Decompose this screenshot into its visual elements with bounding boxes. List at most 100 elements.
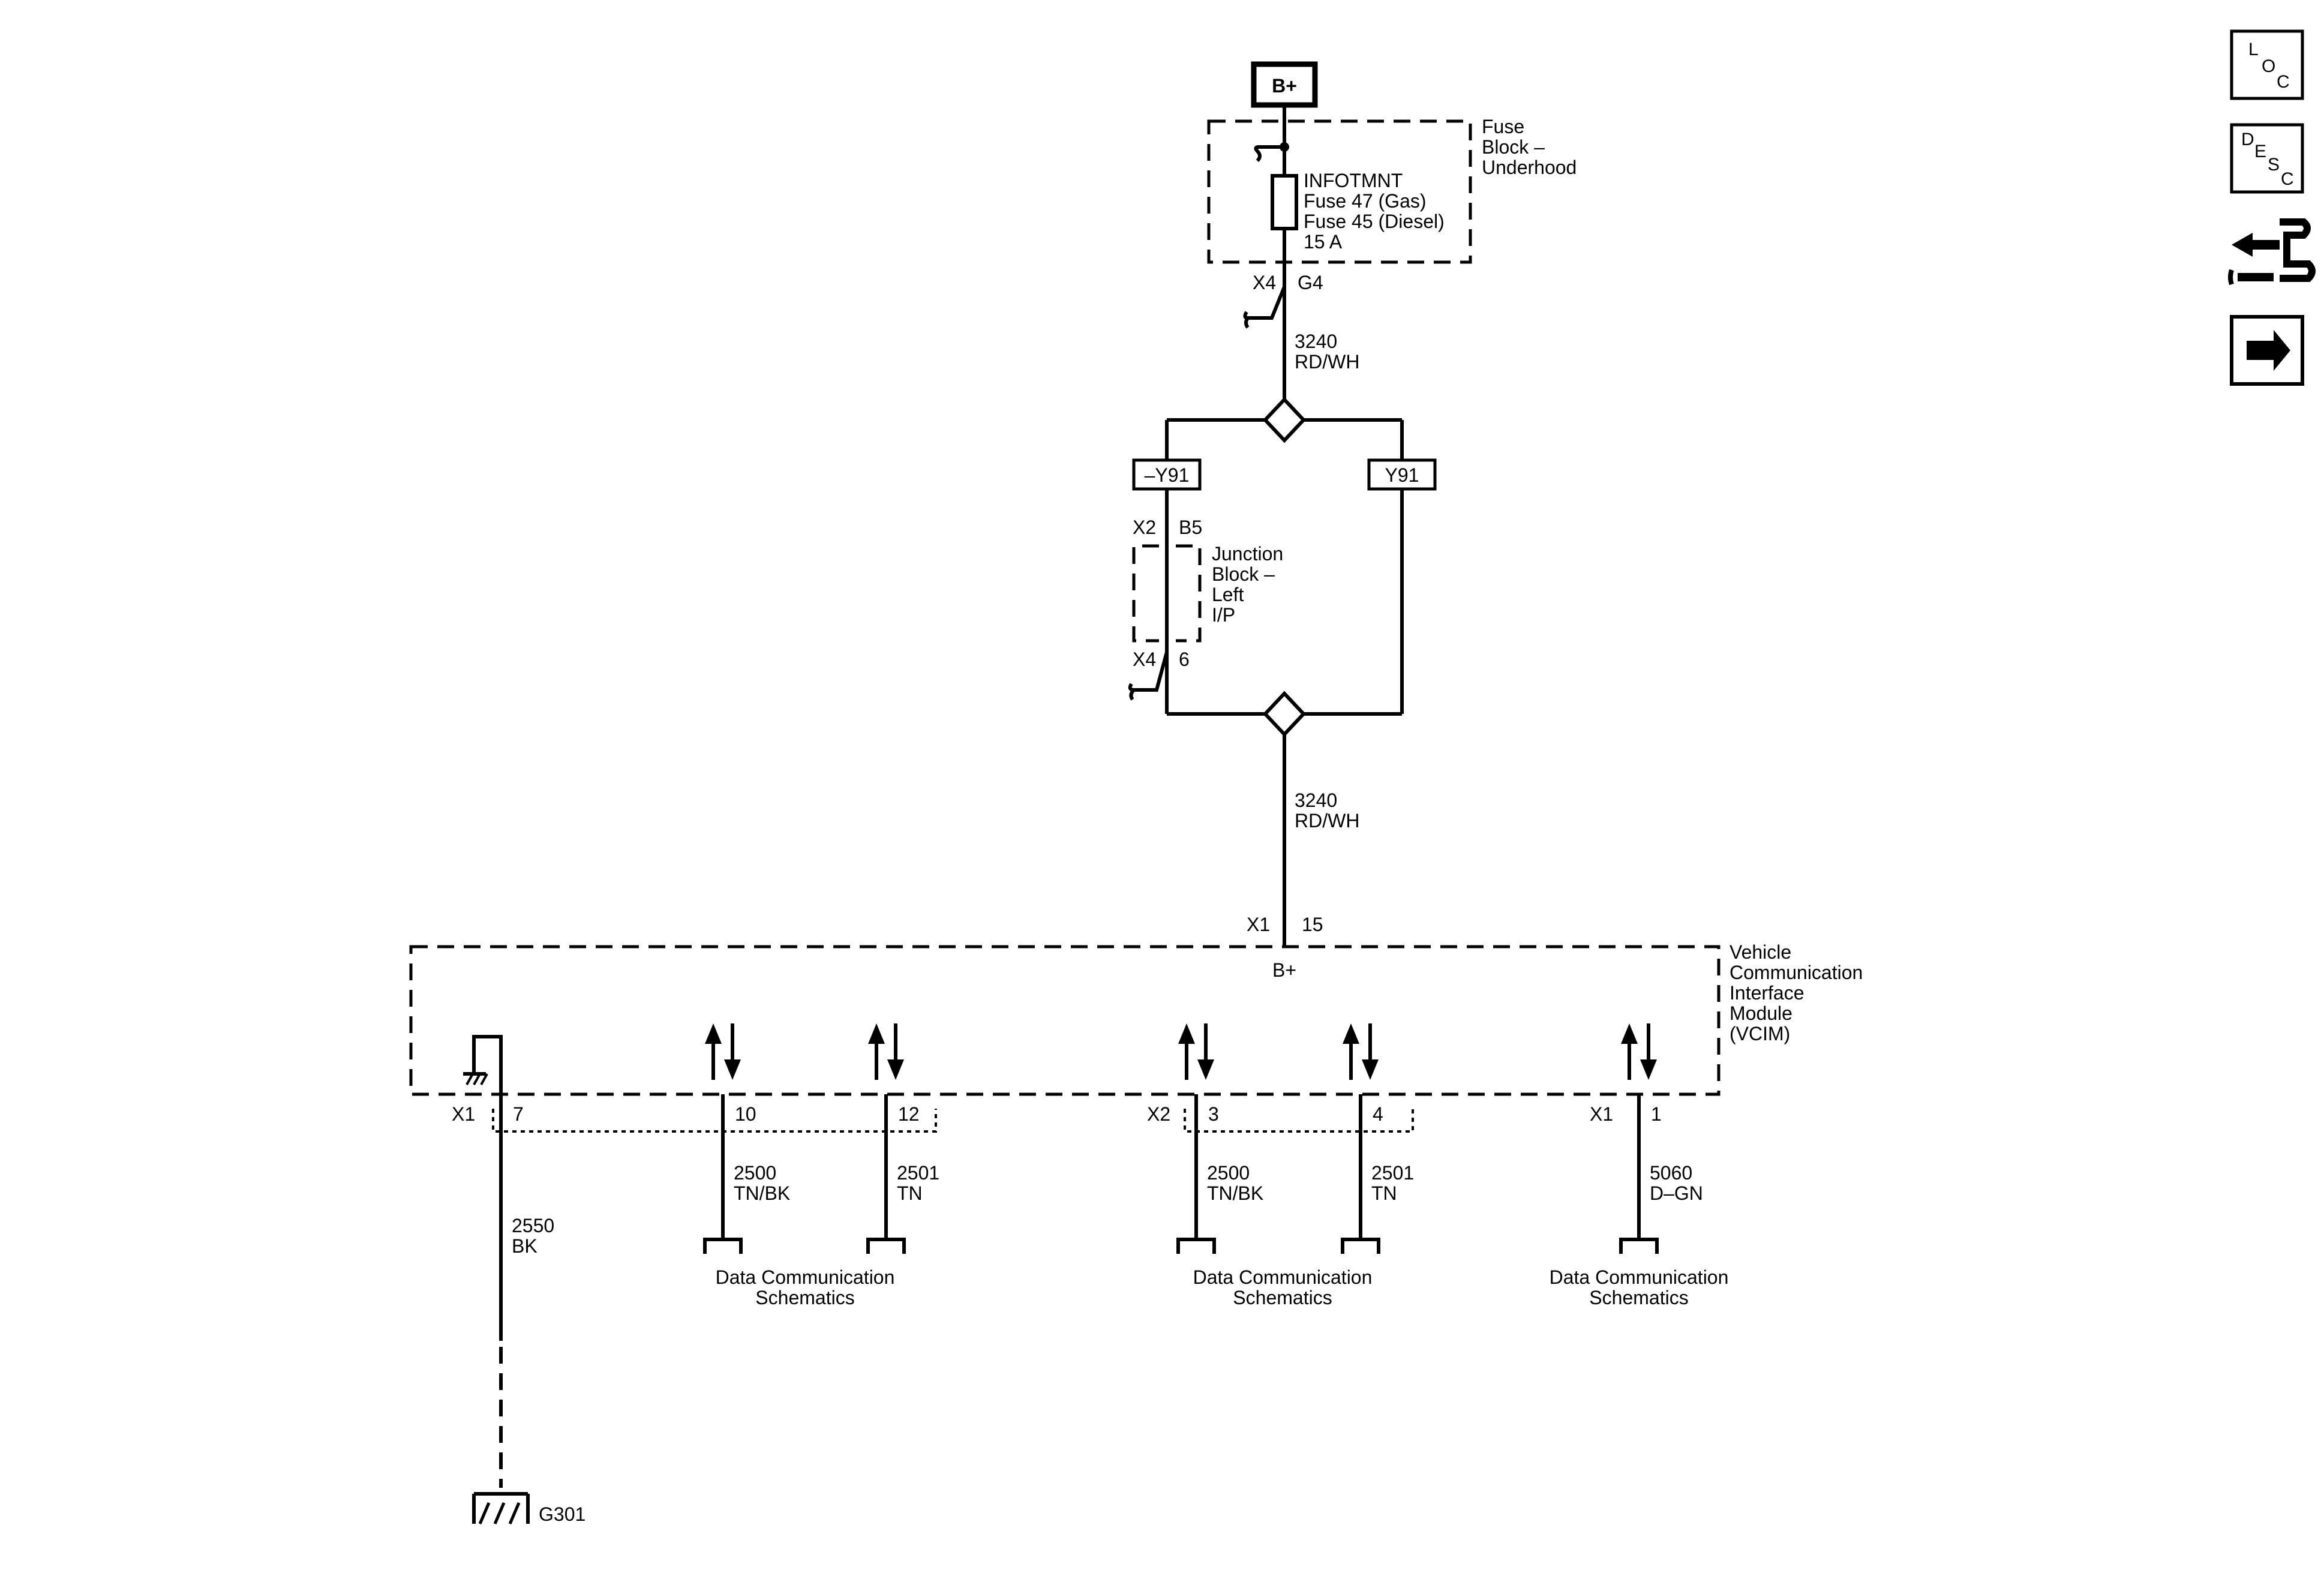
pin-g4-label: G4: [1298, 272, 1323, 293]
pin-number-label: 4: [1373, 1103, 1383, 1125]
pin-connector-label: X1: [1590, 1103, 1613, 1125]
twisted-pair-indicators: [492, 1109, 1414, 1133]
ground-label: G301: [539, 1503, 585, 1525]
wire-color-label: TN: [1371, 1182, 1397, 1204]
pin-connector-label: X1: [452, 1103, 475, 1125]
destination-2-line2: Schematics: [1233, 1287, 1332, 1308]
power-source-label: B+: [1272, 75, 1297, 97]
destination-2-line1: Data Communication: [1193, 1266, 1373, 1288]
destination-1: Data Communication Schematics: [716, 1266, 895, 1308]
destination-3-line1: Data Communication: [1550, 1266, 1729, 1288]
junction-name-1: Junction: [1212, 543, 1283, 565]
next-arrow-button[interactable]: [2230, 315, 2304, 386]
destination-1-line1: Data Communication: [716, 1266, 895, 1288]
wire-color-label: TN/BK: [1207, 1182, 1263, 1204]
destination-3: Data Communication Schematics: [1550, 1266, 1729, 1308]
vcim-name-1: Vehicle: [1730, 941, 1791, 963]
wire-color-label: TN/BK: [734, 1182, 790, 1204]
fuse-block-out-connector: X4 G4: [1243, 262, 1323, 405]
wire-circuit-label: 2550: [512, 1215, 554, 1236]
splice-hook: [1254, 145, 1284, 163]
pin-number-label: 10: [735, 1103, 756, 1125]
wire-color-label: D–GN: [1650, 1182, 1703, 1204]
wire-circuit-label: 2500: [734, 1162, 776, 1184]
option-box-not-y91: –Y91: [1132, 458, 1202, 491]
option-not-y91-label: –Y91: [1145, 464, 1190, 486]
connector-x4-label: X4: [1253, 272, 1276, 293]
wire-lower-color: RD/WH: [1295, 810, 1359, 831]
upper-splice: [1165, 397, 1404, 460]
wire-circuit-label: 2501: [1371, 1162, 1414, 1184]
bidirectional-data-arrow-icon: [705, 1023, 741, 1080]
vcim-name-5: (VCIM): [1730, 1023, 1790, 1044]
junction-out-pin: 6: [1179, 649, 1190, 670]
destination-bracket: [703, 1238, 743, 1254]
fuse-name: INFOTMNT: [1304, 170, 1403, 191]
junction-name-4: I/P: [1212, 604, 1235, 626]
vcim-module: B+ Vehicle Communication Interface Modul…: [409, 941, 1863, 1134]
ground-g301: G301: [472, 1134, 585, 1525]
vcim-name-2: Communication: [1730, 962, 1863, 983]
destination-bracket: [866, 1238, 906, 1254]
fuse-icon: [1271, 174, 1298, 230]
wire-upper-color: RD/WH: [1295, 351, 1359, 373]
fuse-block-underhood: INFOTMNT Fuse 47 (Gas) Fuse 45 (Diesel) …: [1207, 105, 1577, 264]
destination-bracket: [1176, 1238, 1216, 1254]
bidirectional-data-arrow-icon: [868, 1023, 904, 1080]
junction-name-2: Block –: [1212, 563, 1275, 585]
destination-1-line2: Schematics: [755, 1287, 854, 1308]
pin-number-label: 12: [898, 1103, 920, 1125]
desc-button[interactable]: D E S C: [2230, 123, 2304, 194]
junction-in-connector: X2: [1133, 517, 1156, 538]
bidirectional-data-arrow-icon: [1178, 1023, 1214, 1080]
junction-in-pin: B5: [1179, 517, 1202, 538]
loc-letter-c: C: [2277, 72, 2290, 92]
fuse-block-name-1: Fuse: [1482, 116, 1524, 137]
wire-circuit-label: 2500: [1207, 1162, 1250, 1184]
wire-lower-circuit: 3240: [1295, 789, 1337, 811]
pin-number-label: 1: [1651, 1103, 1662, 1125]
loc-button[interactable]: L O C: [2230, 29, 2304, 100]
pin-connector-label: X2: [1147, 1103, 1170, 1125]
vcim-name-3: Interface: [1730, 982, 1804, 1004]
vcim-name-4: Module: [1730, 1002, 1792, 1024]
vcim-in-connector: X1: [1247, 914, 1270, 935]
destination-3-line2: Schematics: [1589, 1287, 1688, 1308]
desc-letter-e: E: [2254, 142, 2266, 161]
wire-upper-circuit: 3240: [1295, 331, 1337, 352]
connector-views-icon[interactable]: [2228, 218, 2316, 286]
option-y91-label: Y91: [1385, 464, 1419, 486]
battery-power-source: B+: [1251, 61, 1318, 108]
bidirectional-data-arrow-icon: [1343, 1023, 1379, 1080]
desc-letter-s: S: [2268, 155, 2280, 175]
destination-2: Data Communication Schematics: [1193, 1266, 1373, 1308]
fuse-block-name-3: Underhood: [1482, 157, 1577, 178]
junction-connector-hook: [1128, 652, 1169, 701]
desc-letter-d: D: [2241, 130, 2254, 149]
data-arrows: [705, 1023, 1657, 1080]
wire-color-label: TN: [897, 1182, 923, 1204]
junction-block-left-ip: X2 B5 Junction Block – Left I/P X4 6: [1128, 489, 1283, 714]
junction-name-3: Left: [1212, 584, 1244, 605]
fuse-rating: 15 A: [1304, 231, 1343, 253]
fuse-gas-label: Fuse 47 (Gas): [1304, 190, 1427, 212]
vcim-in-pin: 15: [1302, 914, 1323, 935]
connector-hook: [1243, 262, 1286, 329]
destination-bracket: [1341, 1238, 1380, 1254]
pin-number-label: 3: [1208, 1103, 1219, 1125]
option-box-y91: Y91: [1367, 458, 1437, 491]
internal-ground-icon: [463, 1035, 503, 1134]
desc-letter-c: C: [2281, 169, 2294, 189]
junction-out-connector: X4: [1133, 649, 1156, 670]
lower-splice: [1167, 691, 1402, 947]
wire-circuit-label: 5060: [1650, 1162, 1692, 1184]
destination-bracket: [1619, 1238, 1659, 1254]
